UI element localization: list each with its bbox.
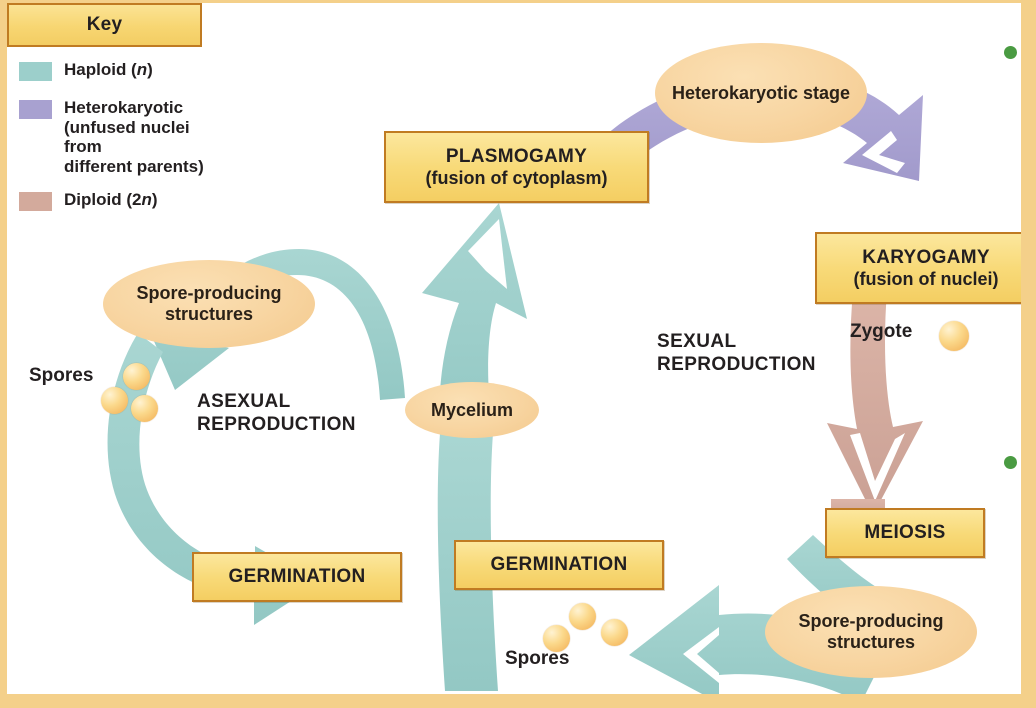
stage-spore-producing-structures-asexual[interactable]: Spore-producing structures bbox=[103, 260, 315, 348]
label-sexual-reproduction: SEXUAL REPRODUCTION bbox=[657, 331, 816, 375]
stage-mycelium[interactable]: Mycelium bbox=[405, 382, 539, 438]
process-box-plasmogamy[interactable]: PLASMOGAMY (fusion of cytoplasm) bbox=[384, 131, 649, 203]
process-box-germination-asexual-title: GERMINATION bbox=[228, 566, 366, 588]
process-box-meiosis-title: MEIOSIS bbox=[864, 522, 946, 544]
spore-sexual-3 bbox=[601, 619, 628, 646]
process-box-plasmogamy-title: PLASMOGAMY bbox=[445, 146, 588, 168]
key-item-diploid: Diploid (2n) bbox=[19, 190, 158, 211]
stage-spore-producing-structures-sexual-label: Spore-producing structures bbox=[798, 611, 944, 652]
stage-heterokaryotic-label: Heterokaryotic stage bbox=[671, 82, 851, 103]
key-swatch-heterokaryotic bbox=[19, 100, 52, 119]
key-label-heterokaryotic: Heterokaryotic (unfused nuclei from diff… bbox=[64, 98, 204, 177]
spore-asexual-1 bbox=[123, 363, 150, 390]
arrow-asexual-upper bbox=[147, 249, 405, 400]
rail-bullet-1[interactable] bbox=[1004, 46, 1017, 59]
label-zygote: Zygote bbox=[850, 321, 913, 342]
key-label-haploid: Haploid (n) bbox=[64, 60, 153, 79]
spore-asexual-2 bbox=[101, 387, 128, 414]
spore-sexual-1 bbox=[569, 603, 596, 630]
diagram-area: Key Haploid (n) Heterokaryotic (unfused … bbox=[7, 3, 1021, 694]
key-label-diploid: Diploid (2n) bbox=[64, 190, 158, 209]
process-box-karyogamy-title: KARYOGAMY bbox=[862, 247, 990, 269]
spore-asexual-3 bbox=[131, 395, 158, 422]
key-swatch-diploid bbox=[19, 192, 52, 211]
key-item-haploid: Haploid (n) bbox=[19, 60, 153, 81]
zygote-sphere bbox=[939, 321, 969, 351]
stage-spore-producing-structures-asexual-label: Spore-producing structures bbox=[136, 283, 282, 324]
frame-border-left bbox=[0, 0, 7, 708]
frame-border-right bbox=[1021, 0, 1036, 708]
label-spores-sexual: Spores bbox=[505, 648, 570, 669]
label-asexual-reproduction: ASEXUAL REPRODUCTION bbox=[197, 391, 356, 435]
key-swatch-haploid bbox=[19, 62, 52, 81]
process-box-plasmogamy-subtitle: (fusion of cytoplasm) bbox=[425, 167, 608, 188]
process-box-meiosis[interactable]: MEIOSIS bbox=[825, 508, 985, 558]
frame-border-bottom bbox=[0, 694, 1036, 708]
key-item-heterokaryotic: Heterokaryotic (unfused nuclei from diff… bbox=[19, 98, 212, 177]
process-box-germination-asexual[interactable]: GERMINATION bbox=[192, 552, 402, 602]
arrow-diploid-descending bbox=[827, 291, 923, 515]
label-spores-asexual: Spores bbox=[29, 365, 94, 386]
rail-bullet-2[interactable] bbox=[1004, 456, 1017, 469]
stage-spore-producing-structures-sexual[interactable]: Spore-producing structures bbox=[765, 586, 977, 678]
stage-mycelium-label: Mycelium bbox=[430, 399, 514, 420]
process-box-karyogamy[interactable]: KARYOGAMY (fusion of nuclei) bbox=[815, 232, 1021, 304]
key-title: Key bbox=[86, 14, 123, 35]
process-box-karyogamy-subtitle: (fusion of nuclei) bbox=[853, 268, 999, 289]
arrow-plasmogamy-up bbox=[422, 203, 527, 433]
process-box-germination-sexual[interactable]: GERMINATION bbox=[454, 540, 664, 590]
arrow-asexual-left-descending bbox=[107, 333, 319, 625]
process-box-germination-sexual-title: GERMINATION bbox=[490, 554, 628, 576]
spore-sexual-2 bbox=[543, 625, 570, 652]
frame-border-top bbox=[0, 0, 1036, 3]
stage-heterokaryotic[interactable]: Heterokaryotic stage bbox=[655, 43, 867, 143]
key-title-box: Key bbox=[7, 3, 202, 47]
arrowhead-heterokaryotic-notch bbox=[862, 131, 905, 173]
